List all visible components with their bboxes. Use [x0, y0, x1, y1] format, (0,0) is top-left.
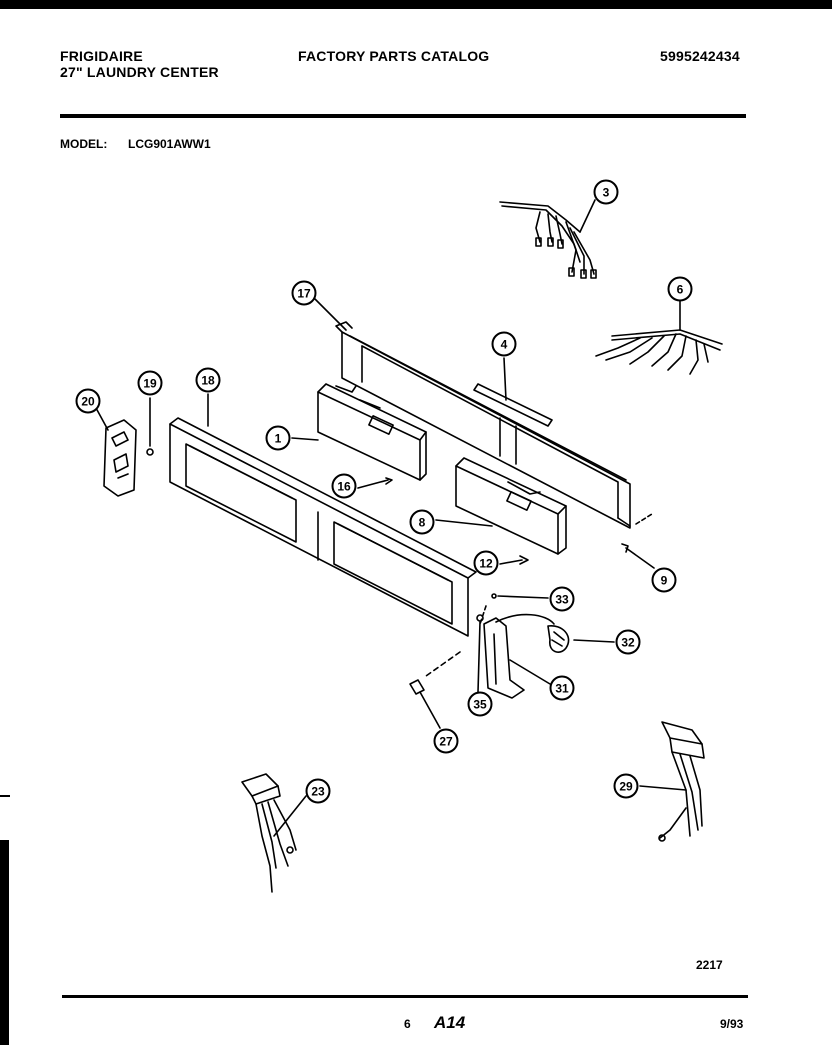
- catalog-title: FACTORY PARTS CATALOG: [298, 48, 490, 64]
- callout-6: 6: [677, 283, 684, 297]
- callout-32: 32: [621, 636, 635, 650]
- front-panel-18: [169, 393, 477, 637]
- callout-8: 8: [419, 516, 426, 530]
- switch-32: [495, 613, 615, 653]
- callout-35: 35: [473, 698, 487, 712]
- screw-12: [499, 555, 529, 565]
- wire-harness-29: [639, 721, 705, 842]
- screw-27: [409, 651, 461, 729]
- callout-33: 33: [555, 593, 569, 607]
- clip-35: [476, 614, 484, 693]
- callout-23: 23: [311, 785, 325, 799]
- control-module-1: [291, 383, 427, 481]
- callout-17: 17: [297, 287, 311, 301]
- drawing-code: 2217: [696, 958, 723, 972]
- screw-19: [146, 397, 154, 456]
- back-panel-17: [311, 295, 631, 529]
- header-rule: [60, 114, 746, 118]
- model-label: MODEL:: [60, 137, 108, 151]
- catalog-number: 5995242434: [660, 48, 740, 64]
- callout-27: 27: [439, 735, 453, 749]
- callout-20: 20: [81, 395, 95, 409]
- section-code: A14: [434, 1013, 466, 1032]
- bracket-20: [95, 407, 137, 497]
- trim-strip-4: [473, 357, 553, 427]
- wire-harness-6: [595, 299, 723, 375]
- callout-29: 29: [619, 780, 633, 794]
- switch-bracket-31: [483, 617, 551, 699]
- control-module-8: [435, 457, 567, 555]
- callout-16: 16: [337, 480, 351, 494]
- callout-19: 19: [143, 377, 157, 391]
- callout-3: 3: [603, 186, 610, 200]
- scan-left-edge: [0, 840, 9, 1045]
- callout-1: 1: [275, 432, 282, 446]
- page-number: 6: [404, 1017, 411, 1031]
- screw-16: [357, 477, 393, 489]
- callout-9: 9: [661, 574, 668, 588]
- product-name: 27" LAUNDRY CENTER: [60, 64, 219, 80]
- screw-9: [621, 513, 655, 569]
- scan-left-tick: [0, 795, 10, 797]
- scan-top-border: [0, 0, 832, 9]
- screw-33: [479, 593, 549, 625]
- brand-name: FRIGIDAIRE: [60, 48, 143, 64]
- callout-12: 12: [479, 557, 493, 571]
- wire-harness-3: [499, 199, 597, 279]
- footer-rule: [62, 995, 748, 998]
- callout-31: 31: [555, 682, 569, 696]
- catalog-date: 9/93: [720, 1017, 744, 1031]
- model-number: LCG901AWW1: [128, 137, 211, 151]
- callout-4: 4: [501, 338, 508, 352]
- wire-harness-23: [241, 773, 307, 893]
- callout-18: 18: [201, 374, 215, 388]
